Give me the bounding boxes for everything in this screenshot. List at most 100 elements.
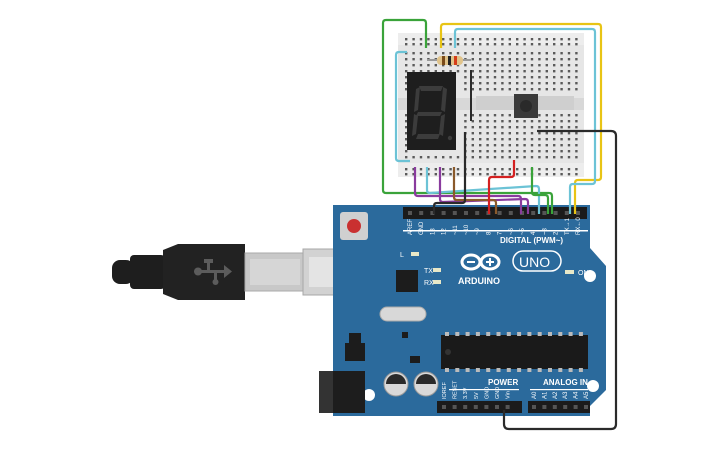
digital-pin[interactable] [452,211,457,215]
breadboard-hole[interactable] [545,88,548,91]
digital-pin[interactable] [564,211,569,215]
breadboard-hole[interactable] [560,64,563,67]
breadboard-hole[interactable] [530,43,534,46]
breadboard-hole[interactable] [486,82,489,85]
breadboard-hole[interactable] [516,58,519,61]
breadboard-hole[interactable] [464,82,467,85]
breadboard-hole[interactable] [486,150,489,153]
breadboard-hole[interactable] [501,132,504,135]
breadboard-hole[interactable] [575,168,578,171]
digital-pin[interactable] [475,211,480,215]
breadboard-hole[interactable] [486,58,489,61]
breadboard-hole[interactable] [516,132,519,135]
breadboard-hole[interactable] [434,168,437,171]
breadboard-hole[interactable] [516,88,519,91]
breadboard-hole[interactable] [545,114,548,117]
breadboard-hole[interactable] [560,120,563,123]
breadboard-hole[interactable] [553,43,556,46]
breadboard-hole[interactable] [560,138,563,141]
analog-pin-row[interactable] [532,405,588,409]
breadboard-hole[interactable] [567,126,571,129]
breadboard-hole[interactable] [567,173,571,176]
breadboard-hole[interactable] [567,114,571,117]
breadboard-hole[interactable] [427,156,430,159]
breadboard-hole[interactable] [553,132,556,135]
breadboard-hole[interactable] [516,138,519,141]
breadboard-hole[interactable] [553,88,556,91]
breadboard-hole[interactable] [486,156,489,159]
breadboard-hole[interactable] [479,70,482,73]
breadboard-hole[interactable] [501,76,504,79]
wires[interactable] [381,18,618,431]
breadboard-hole[interactable] [486,120,489,123]
breadboard-hole[interactable] [545,38,548,41]
breadboard-hole[interactable] [567,88,571,91]
breadboard-hole[interactable] [434,173,437,176]
breadboard-hole[interactable] [405,156,408,159]
breadboard-hole[interactable] [575,64,578,67]
breadboard-hole[interactable] [501,114,504,117]
breadboard-hole[interactable] [486,88,489,91]
breadboard-hole[interactable] [464,114,467,117]
breadboard-hole[interactable] [486,126,489,129]
breadboard-hole[interactable] [567,52,571,55]
breadboard-hole[interactable] [493,52,497,55]
breadboard-hole[interactable] [530,64,534,67]
breadboard-hole[interactable] [545,138,548,141]
breadboard-hole[interactable] [553,168,556,171]
breadboard-hole[interactable] [434,70,437,73]
breadboard-hole[interactable] [575,114,578,117]
digital-pin[interactable] [497,211,502,215]
breadboard-hole[interactable] [449,173,452,176]
breadboard-hole[interactable] [545,150,548,153]
breadboard-hole[interactable] [464,126,467,129]
breadboard-hole[interactable] [538,150,541,153]
breadboard-hole[interactable] [412,52,415,55]
breadboard-hole[interactable] [545,156,548,159]
breadboard-hole[interactable] [567,70,571,73]
breadboard-hole[interactable] [508,43,511,46]
breadboard-hole[interactable] [442,38,445,41]
breadboard-hole[interactable] [560,132,563,135]
breadboard-hole[interactable] [405,138,408,141]
breadboard-hole[interactable] [442,173,445,176]
breadboard-hole[interactable] [508,173,511,176]
breadboard-hole[interactable] [553,173,556,176]
breadboard-hole[interactable] [516,38,519,41]
breadboard-hole[interactable] [456,70,460,73]
breadboard-hole[interactable] [471,82,474,85]
breadboard-hole[interactable] [471,76,474,79]
breadboard-hole[interactable] [575,52,578,55]
breadboard-hole[interactable] [501,70,504,73]
breadboard-hole[interactable] [516,120,519,123]
breadboard-hole[interactable] [412,43,415,46]
digital-pin[interactable] [430,211,435,215]
power-pin[interactable] [505,405,510,409]
breadboard-hole[interactable] [471,38,474,41]
breadboard-hole[interactable] [567,76,571,79]
breadboard-hole[interactable] [486,144,489,147]
power-pin[interactable] [473,405,478,409]
seven-segment-display[interactable] [407,72,456,150]
breadboard-hole[interactable] [434,38,437,41]
breadboard-hole[interactable] [486,173,489,176]
breadboard-hole[interactable] [560,150,563,153]
breadboard-hole[interactable] [501,126,504,129]
breadboard-hole[interactable] [508,58,511,61]
breadboard-hole[interactable] [523,144,526,147]
breadboard-hole[interactable] [523,88,526,91]
breadboard-hole[interactable] [471,173,474,176]
breadboard-hole[interactable] [567,156,571,159]
breadboard-hole[interactable] [405,132,408,135]
breadboard-hole[interactable] [567,168,571,171]
breadboard-hole[interactable] [530,58,534,61]
breadboard-hole[interactable] [456,43,460,46]
breadboard-hole[interactable] [523,156,526,159]
breadboard-hole[interactable] [501,38,504,41]
breadboard-hole[interactable] [427,173,430,176]
breadboard-hole[interactable] [516,82,519,85]
breadboard-hole[interactable] [575,76,578,79]
breadboard-hole[interactable] [508,88,511,91]
breadboard-hole[interactable] [523,120,526,123]
breadboard-hole[interactable] [523,132,526,135]
